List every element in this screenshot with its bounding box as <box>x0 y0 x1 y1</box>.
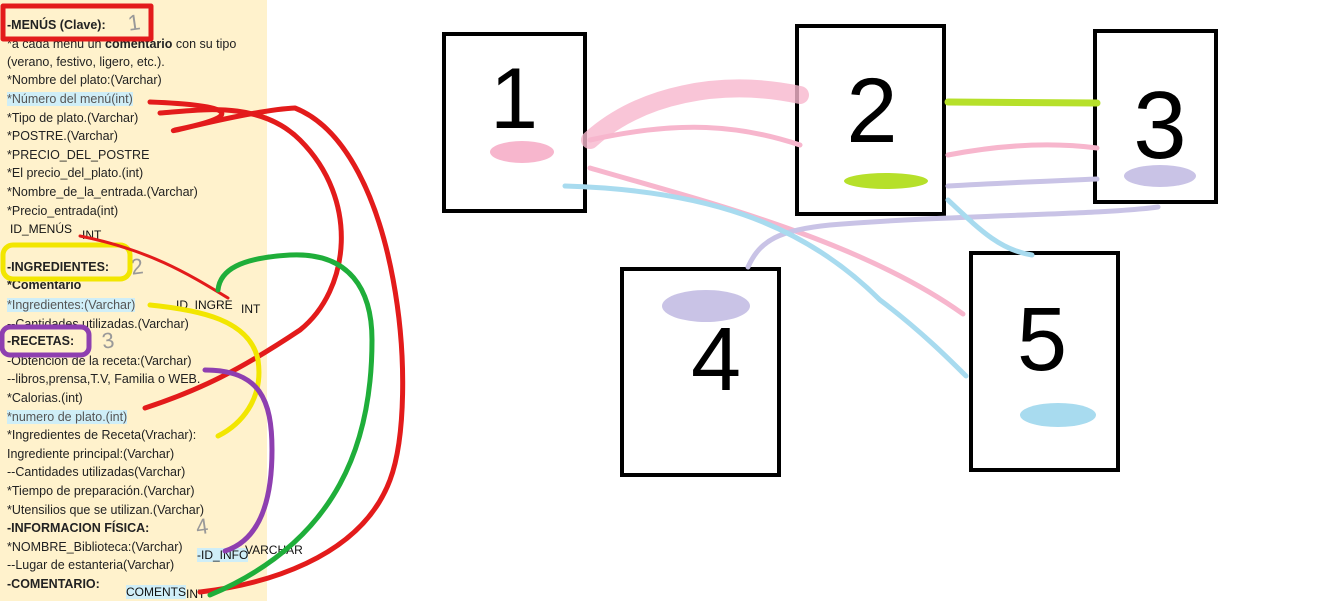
red-connector-menu-id <box>78 234 230 300</box>
menus-field-nombre-plato: *Nombre del plato:(Varchar) <box>7 73 162 87</box>
box-2 <box>795 24 946 216</box>
recetas-heading: -RECETAS: <box>7 334 75 348</box>
red-connector-menu-number <box>147 99 406 595</box>
recetas-field-numero-plato-text: *numero de plato.(int) <box>7 410 128 424</box>
lavender-connector-4-3 <box>745 204 1161 270</box>
box-4-number: 4 <box>691 310 741 410</box>
box-1-number: 1 <box>490 51 538 147</box>
box-5 <box>969 251 1120 472</box>
box-3-key-marker <box>1124 165 1196 187</box>
box-1 <box>442 32 587 213</box>
ingredientes-heading: -INGREDIENTES: <box>7 260 110 274</box>
recetas-field-cantidades: --Cantidades utilizadas(Varchar) <box>7 465 186 479</box>
box-4 <box>620 267 781 477</box>
info-fisica-field-lugar: --Lugar de estanteria(Varchar) <box>7 558 175 572</box>
menus-field-precio-plato: *El precio_del_plato.(int) <box>7 166 144 180</box>
menus-field-precio-postre: *PRECIO_DEL_POSTRE <box>7 148 150 162</box>
pink-connector-1-5 <box>587 165 966 317</box>
box-4-key-marker <box>662 290 750 322</box>
lightblue-connector-1-5 <box>562 183 969 379</box>
menus-field-numero-menu-text: *Número del menú(int) <box>7 92 133 106</box>
box-3-number: 3 <box>1133 72 1186 179</box>
menus-heading-outline <box>0 3 154 42</box>
recetas-field-fuentes: --libros,prensa,T.V, Familia o WEB. <box>7 372 201 386</box>
pink-connector-2-3 <box>945 142 1100 158</box>
tag-id-menus: ID_MENÚS <box>10 222 73 236</box>
green-connector-ingre-id <box>207 252 375 598</box>
lavender-connector-2-3 <box>945 176 1100 189</box>
ingredientes-field-ingredientes-text: *Ingredientes:(Varchar) <box>7 298 136 312</box>
recetas-field-ingredientes-receta: *Ingredientes de Receta(Vrachar): <box>7 428 197 442</box>
menus-field-tipo-plato: *Tipo de plato.(Varchar) <box>7 111 139 125</box>
recetas-field-tiempo: *Tiempo de preparación.(Varchar) <box>7 484 195 498</box>
menus-field-postre: *POSTRE.(Varchar) <box>7 129 118 143</box>
yellow-connector-ingredientes <box>147 302 262 439</box>
red-connector-dish-number <box>142 107 344 411</box>
menus-field-numero-menu: *Número del menú(int) <box>7 90 133 108</box>
recetas-field-numero-plato: *numero de plato.(int) <box>7 408 128 426</box>
tag-int-ingre: INT <box>241 302 261 316</box>
box-2-key-marker <box>844 173 928 189</box>
lime-connector-2-3 <box>944 98 1101 107</box>
ingredientes-field-ingredientes: *Ingredientes:(Varchar) <box>7 296 136 314</box>
info-fisica-heading: -INFORMACION FÍSICA: <box>7 521 150 535</box>
box-5-number: 5 <box>1017 290 1067 390</box>
box-3 <box>1093 29 1218 204</box>
pink-connector-1-2-thick <box>581 79 809 149</box>
recetas-field-ingrediente-principal: Ingrediente principal:(Varchar) <box>7 447 175 461</box>
lightblue-connector-2-5 <box>945 197 1035 258</box>
ingredientes-heading-outline <box>0 242 133 282</box>
tag-coments: COMENTS <box>126 585 186 599</box>
recetas-field-utensilios: *Utensilios que se utilizan.(Varchar) <box>7 503 205 517</box>
box-2-number: 2 <box>846 60 897 162</box>
tag-id-info: -ID_INFO <box>197 548 249 562</box>
box-1-key-marker <box>490 141 554 163</box>
menus-comment-suffix: con su tipo <box>172 37 237 51</box>
menus-heading: -MENÚS (Clave): <box>7 18 106 32</box>
purple-connector-recetas <box>202 367 275 554</box>
recetas-field-calorias: *Calorias.(int) <box>7 391 83 405</box>
comentario-heading: -COMENTARIO: <box>7 577 100 591</box>
info-fisica-field-nombre-biblioteca: *NOMBRE_Biblioteca:(Varchar) <box>7 540 183 554</box>
box-5-key-marker <box>1020 403 1096 427</box>
menus-types-line: (verano, festivo, ligero, etc.). <box>7 55 165 69</box>
menus-field-precio-entrada: *Precio_entrada(int) <box>7 204 119 218</box>
recetas-heading-outline <box>0 324 92 358</box>
pink-connector-1-2 <box>587 124 803 148</box>
menus-field-nombre-entrada: *Nombre_de_la_entrada.(Varchar) <box>7 185 198 199</box>
